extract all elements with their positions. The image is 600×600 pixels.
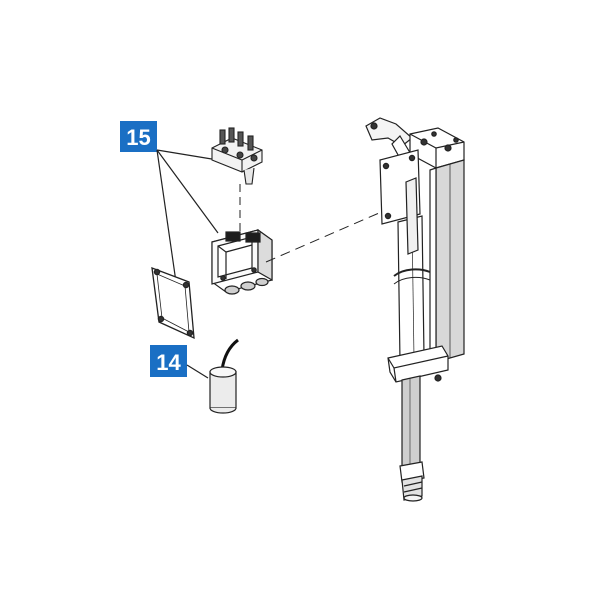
lid-gasket-part	[151, 267, 195, 340]
callout-15-box	[120, 121, 157, 152]
junction-box-part	[211, 228, 273, 295]
callout-15[interactable]: 15	[120, 121, 157, 152]
leader-to-box	[156, 149, 219, 234]
leader-to-lid	[156, 149, 177, 283]
capacitor-part	[209, 338, 239, 414]
callout-14[interactable]: 14	[150, 345, 187, 377]
callout-14-label: 14	[156, 350, 181, 375]
assembly-line-box-to-actuator	[265, 209, 387, 263]
callout-14-box	[150, 345, 187, 377]
callout-14-leader	[186, 364, 209, 379]
linear-actuator-part	[365, 117, 465, 502]
connector-block-part	[211, 127, 263, 185]
callout-15-label: 15	[126, 125, 150, 150]
